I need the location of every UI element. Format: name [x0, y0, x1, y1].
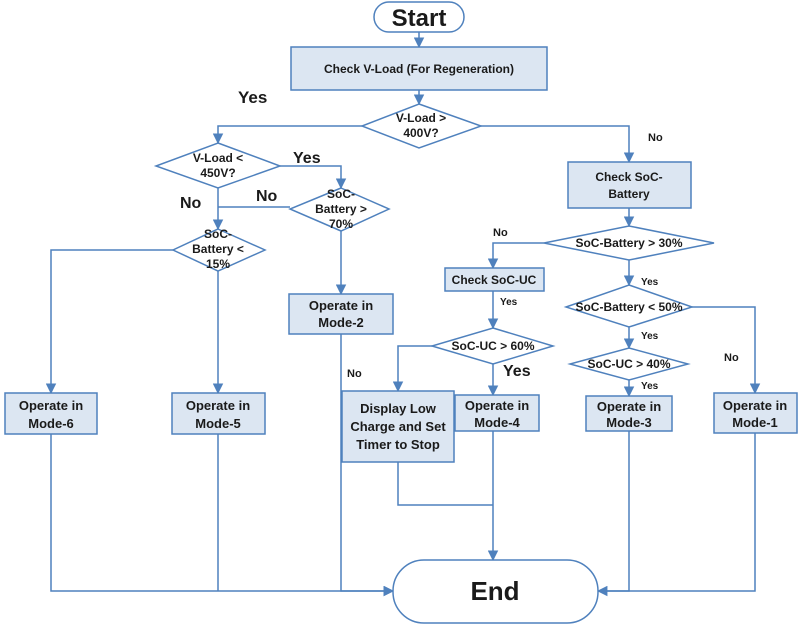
check-soc-battery-box: Check SoC- Battery — [567, 161, 692, 209]
svg-text:Start: Start — [392, 5, 447, 32]
label-no-70-down: No — [347, 368, 362, 380]
svg-text:Charge and Set: Charge and Set — [350, 419, 446, 434]
label-yes-60: Yes — [503, 363, 531, 380]
svg-text:Battery <: Battery < — [192, 242, 244, 256]
svg-text:SoC-: SoC- — [327, 187, 355, 201]
mode6-box: Operate in Mode-6 — [4, 392, 98, 435]
svg-text:Mode-4: Mode-4 — [474, 415, 520, 430]
svg-text:V-Load >: V-Load > — [396, 111, 446, 125]
label-yes-400: Yes — [238, 88, 267, 107]
svg-text:Mode-5: Mode-5 — [195, 416, 241, 431]
svg-text:SoC-Battery < 50%: SoC-Battery < 50% — [575, 300, 682, 314]
svg-text:Operate in: Operate in — [597, 399, 661, 414]
svg-text:450V?: 450V? — [200, 166, 235, 180]
svg-text:Operate in: Operate in — [309, 298, 373, 313]
label-no-50: No — [724, 352, 739, 364]
svg-text:Mode-1: Mode-1 — [732, 415, 778, 430]
label-no-30: No — [493, 227, 508, 239]
check-vload-box: Check V-Load (For Regeneration) — [290, 46, 548, 91]
svg-text:70%: 70% — [329, 217, 353, 231]
check-soc-uc-box: Check SoC-UC — [444, 267, 545, 292]
svg-text:V-Load <: V-Load < — [193, 151, 243, 165]
soc-battery-15-decision: SoC- Battery < 15% — [171, 227, 267, 272]
mode3-box: Operate in Mode-3 — [585, 395, 673, 432]
svg-text:End: End — [470, 576, 519, 606]
label-yes-40: Yes — [641, 381, 659, 392]
mode5-box: Operate in Mode-5 — [171, 392, 266, 435]
end-node: End — [392, 559, 599, 624]
label-no-450: No — [180, 195, 202, 212]
svg-text:Mode-2: Mode-2 — [318, 315, 364, 330]
display-low-charge-box: Display Low Charge and Set Timer to Stop — [341, 390, 455, 463]
svg-text:Battery >: Battery > — [315, 202, 367, 216]
label-no-400: No — [648, 132, 663, 144]
mode2-box: Operate in Mode-2 — [288, 293, 394, 335]
mode1-box: Operate in Mode-1 — [713, 392, 798, 434]
vload-400-decision: V-Load > 400V? — [359, 103, 484, 149]
svg-text:SoC-UC > 60%: SoC-UC > 60% — [451, 339, 534, 353]
svg-text:SoC-UC > 40%: SoC-UC > 40% — [587, 357, 670, 371]
svg-text:Check V-Load (For Regeneration: Check V-Load (For Regeneration) — [324, 62, 514, 76]
edge-labels: Yes No Yes No No No No Yes Yes Yes No Ye… — [180, 88, 739, 392]
label-yes-uc: Yes — [500, 297, 518, 308]
svg-text:Battery: Battery — [608, 187, 650, 201]
svg-text:Check SoC-: Check SoC- — [595, 170, 662, 184]
soc-uc-40-decision: SoC-UC > 40% — [567, 347, 691, 381]
mode4-box: Operate in Mode-4 — [454, 394, 540, 432]
svg-text:400V?: 400V? — [403, 126, 438, 140]
svg-text:Mode-3: Mode-3 — [606, 415, 652, 430]
label-yes-30: Yes — [641, 277, 659, 288]
svg-text:Operate in: Operate in — [465, 398, 529, 413]
svg-text:Check SoC-UC: Check SoC-UC — [452, 273, 537, 287]
label-yes-450: Yes — [293, 150, 321, 167]
svg-text:Operate in: Operate in — [19, 398, 83, 413]
soc-battery-30-decision: SoC-Battery > 30% — [543, 225, 715, 261]
svg-text:Operate in: Operate in — [723, 398, 787, 413]
svg-text:Timer to Stop: Timer to Stop — [356, 437, 440, 452]
soc-uc-60-decision: SoC-UC > 60% — [429, 327, 556, 365]
svg-text:Display Low: Display Low — [360, 401, 437, 416]
edges — [45, 32, 761, 597]
label-yes-50: Yes — [641, 331, 659, 342]
label-no-70: No — [256, 188, 278, 205]
svg-text:SoC-Battery > 30%: SoC-Battery > 30% — [575, 236, 682, 250]
svg-text:Operate in: Operate in — [186, 398, 250, 413]
start-node: Start — [373, 1, 465, 33]
soc-battery-70-decision: SoC- Battery > 70% — [288, 187, 391, 232]
vload-450-decision: V-Load < 450V? — [153, 142, 283, 189]
svg-text:Mode-6: Mode-6 — [28, 416, 74, 431]
soc-battery-50-decision: SoC-Battery < 50% — [563, 284, 695, 328]
svg-text:SoC-: SoC- — [204, 227, 232, 241]
svg-text:15%: 15% — [206, 257, 230, 271]
